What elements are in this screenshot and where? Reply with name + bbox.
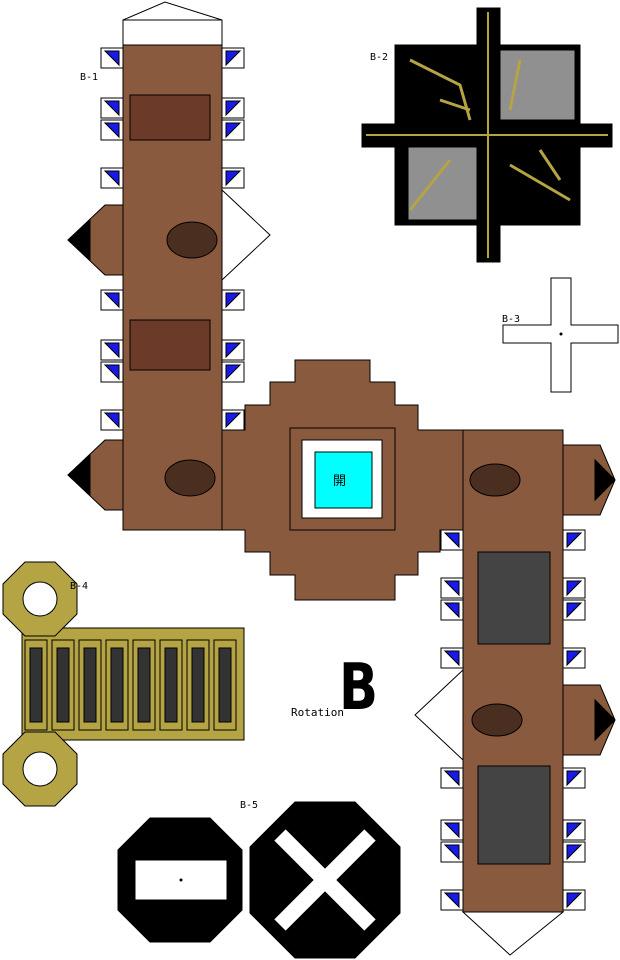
blue-marker (103, 412, 120, 429)
blue-marker (225, 292, 242, 309)
blue-marker (225, 50, 242, 67)
blue-marker (443, 580, 460, 597)
blue-marker (443, 650, 460, 667)
facade-column (24, 639, 48, 731)
blue-marker (225, 412, 242, 429)
blue-marker (443, 844, 460, 861)
facade-window (191, 647, 205, 723)
blue-marker (225, 364, 242, 381)
facade-column (105, 639, 129, 731)
facade-column (213, 639, 237, 731)
blue-marker (566, 602, 583, 619)
blue-marker (443, 770, 460, 787)
blue-marker (566, 650, 583, 667)
facade-column (51, 639, 75, 731)
facade-column (186, 639, 210, 731)
part-b5 (117, 801, 401, 959)
sheet-letter: B (339, 651, 379, 725)
blue-marker (566, 580, 583, 597)
center-base (221, 359, 466, 601)
blue-marker (225, 122, 242, 139)
blue-marker (225, 170, 242, 187)
facade-window (29, 647, 43, 723)
part-b1-right (414, 429, 616, 956)
blue-marker (443, 532, 460, 549)
part-label-b3: B-3 (502, 314, 521, 325)
blue-marker (103, 122, 120, 139)
blue-marker (103, 364, 120, 381)
blue-marker (225, 342, 242, 359)
facade-window (137, 647, 151, 723)
facade-column (78, 639, 102, 731)
blue-marker (566, 844, 583, 861)
facade-window (110, 647, 124, 723)
facade-window (218, 647, 232, 723)
blue-marker (566, 892, 583, 909)
facade-column (132, 639, 156, 731)
blue-marker (225, 100, 242, 117)
open-mark: 開 (333, 474, 347, 489)
facade-column (159, 639, 183, 731)
blue-marker (103, 50, 120, 67)
facade-window (56, 647, 70, 723)
blue-marker (566, 532, 583, 549)
part-label-b2: B-2 (370, 52, 389, 63)
blue-marker (103, 342, 120, 359)
blue-marker (566, 770, 583, 787)
blue-marker (443, 892, 460, 909)
part-label-b4: B-4 (70, 581, 89, 592)
part-b3 (502, 277, 619, 393)
rotation-label: Rotation (291, 706, 344, 719)
blue-marker (103, 170, 120, 187)
blue-marker (566, 822, 583, 839)
part-b4 (2, 561, 245, 807)
part-label-b1: B-1 (80, 72, 99, 83)
facade-window (164, 647, 178, 723)
part-b1 (67, 1, 271, 531)
blue-marker (443, 822, 460, 839)
part-label-b5: B-5 (240, 800, 259, 811)
blue-marker (103, 100, 120, 117)
blue-marker (443, 602, 460, 619)
facade-window (83, 647, 97, 723)
blue-marker (103, 292, 120, 309)
part-b2 (361, 7, 613, 263)
